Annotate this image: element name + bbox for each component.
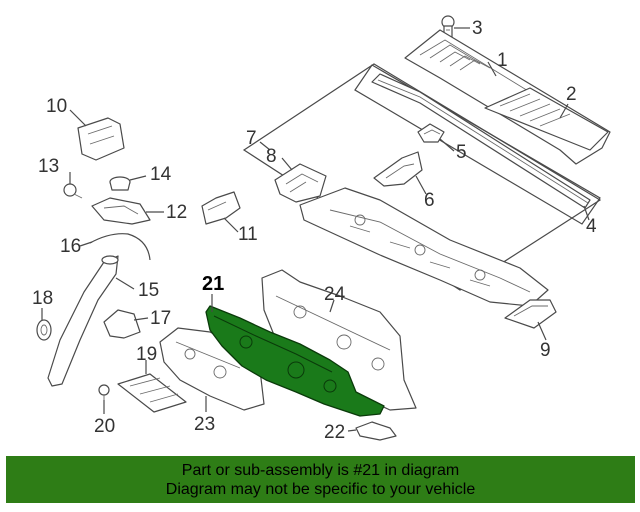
info-banner: Part or sub-assembly is #21 in diagram D… [6,456,635,503]
part-20-clip[interactable] [98,384,110,404]
part-11-bracket[interactable] [201,191,241,225]
part-17-bracket[interactable] [103,309,141,339]
callout-5: 5 [456,142,467,163]
callout-11: 11 [238,224,258,245]
part-10-bracket[interactable] [77,117,125,161]
callout-6: 6 [424,190,435,211]
part-22-bracket[interactable] [355,421,397,441]
part-18-grommet[interactable] [36,319,52,341]
part-9-end-bracket[interactable] [504,299,557,329]
callout-24: 24 [324,284,346,305]
leader-lines [41,27,590,432]
callout-20: 20 [94,416,115,437]
part-8-reinforcement[interactable] [274,163,327,203]
callout-14: 14 [150,164,172,185]
part-19-pad[interactable] [117,373,187,413]
parts-diagram: 1 2 3 4 5 6 7 8 9 10 11 12 13 14 15 16 1… [32,15,611,443]
part-6-bracket[interactable] [373,151,423,187]
banner-line-disclaimer: Diagram may not be specific to your vehi… [165,481,476,498]
cowl-assembly-bracket-outline [354,64,601,225]
callout-10: 10 [46,96,67,117]
callout-2: 2 [566,84,577,105]
callout-9: 9 [540,340,551,361]
callout-15: 15 [138,280,159,301]
callout-7: 7 [246,128,257,149]
part-14-grommet[interactable] [109,176,131,191]
callout-8: 8 [266,146,277,167]
part-4-seal-strip[interactable] [371,73,591,209]
callout-18: 18 [32,288,53,309]
callout-13: 13 [38,156,59,177]
part-2-vent-panel[interactable] [484,87,609,151]
callout-22: 22 [324,422,345,443]
callout-21: 21 [202,273,224,295]
part-15-duct[interactable] [47,255,119,387]
part-5-bracket[interactable] [417,123,445,143]
callout-16: 16 [60,236,81,257]
callout-19: 19 [136,344,157,365]
part-12-bracket[interactable] [91,197,151,225]
callout-12: 12 [166,202,187,223]
part-13-bolt[interactable] [63,183,83,199]
part-16-cable[interactable] [89,233,151,261]
callout-23: 23 [194,414,215,435]
part-21-dash-panel-highlighted[interactable] [205,305,385,417]
callout-1: 1 [497,50,508,71]
callout-4: 4 [586,216,597,237]
callout-3: 3 [472,18,483,39]
banner-line-part-number: Part or sub-assembly is #21 in diagram [181,462,460,479]
callout-17: 17 [150,308,171,329]
